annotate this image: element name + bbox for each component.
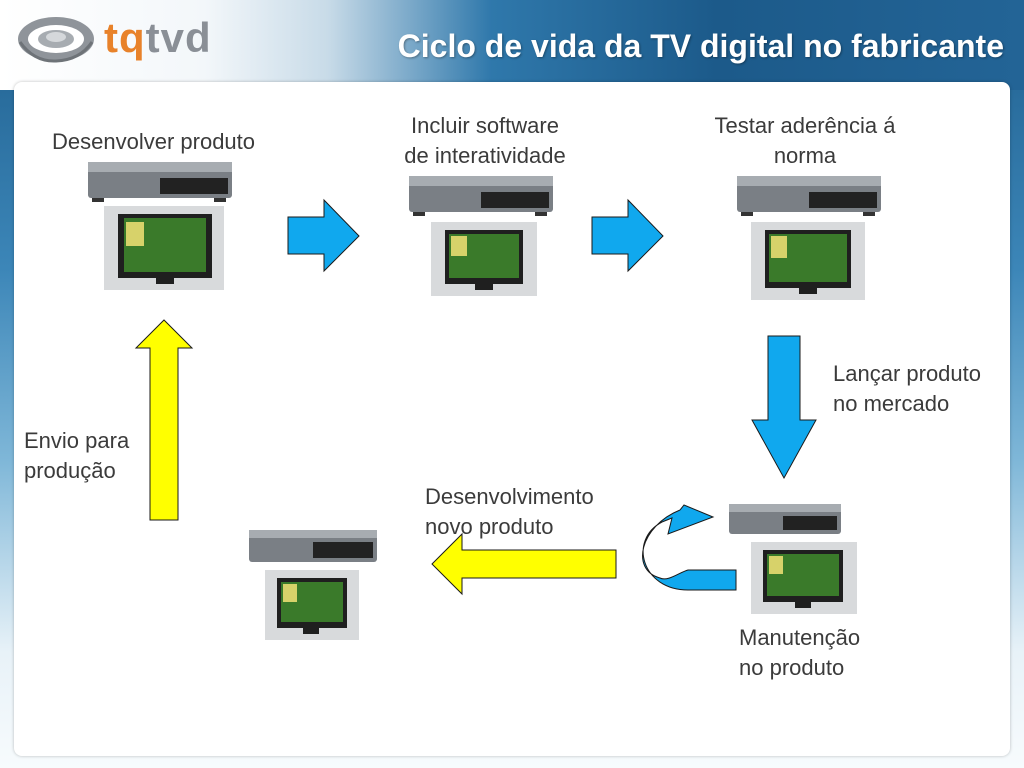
page-title: Ciclo de vida da TV digital no fabricant… xyxy=(397,28,1004,64)
label-maintenance-line1: Manutenção xyxy=(739,625,861,650)
label-maintenance-line2: no produto xyxy=(739,655,845,680)
label-new-product-line1: Desenvolvimento xyxy=(425,484,594,509)
device-include-software xyxy=(409,176,553,296)
label-new-product: Desenvolvimento novo produto xyxy=(425,482,594,542)
label-include-software-line1: Incluir software xyxy=(411,113,559,138)
label-test: Testar aderência á norma xyxy=(690,111,920,171)
label-launch-line1: Lançar produto xyxy=(833,361,981,386)
header-bar: tqtvd Ciclo de vida da TV digital no fab… xyxy=(0,0,1024,90)
label-send: Envio para produção xyxy=(24,426,129,486)
logo-part1: tq xyxy=(104,14,146,61)
device-develop xyxy=(88,162,232,290)
label-launch-line2: no mercado xyxy=(833,391,950,416)
label-maintenance: Manutenção no produto xyxy=(739,623,860,683)
label-new-product-line2: novo produto xyxy=(425,514,554,539)
label-develop: Desenvolver produto xyxy=(52,129,256,154)
tqtvd-logo-text: tqtvd xyxy=(104,14,212,62)
logo-part2: tvd xyxy=(145,14,212,61)
label-test-line1: Testar aderência á xyxy=(714,113,896,138)
label-launch: Lançar produto no mercado xyxy=(833,359,981,419)
device-maintenance xyxy=(729,504,857,614)
label-include-software: Incluir software de interatividade xyxy=(390,111,580,171)
device-test xyxy=(737,176,881,300)
tqtvd-logo-icon xyxy=(18,17,94,63)
settop-box-icon xyxy=(88,162,232,202)
label-send-line2: produção xyxy=(24,458,116,483)
tv-icon xyxy=(104,206,224,290)
label-test-line2: norma xyxy=(773,143,837,168)
label-include-software-line2: de interatividade xyxy=(404,143,566,168)
label-send-line1: Envio para xyxy=(24,428,130,453)
device-new-product xyxy=(249,530,377,640)
